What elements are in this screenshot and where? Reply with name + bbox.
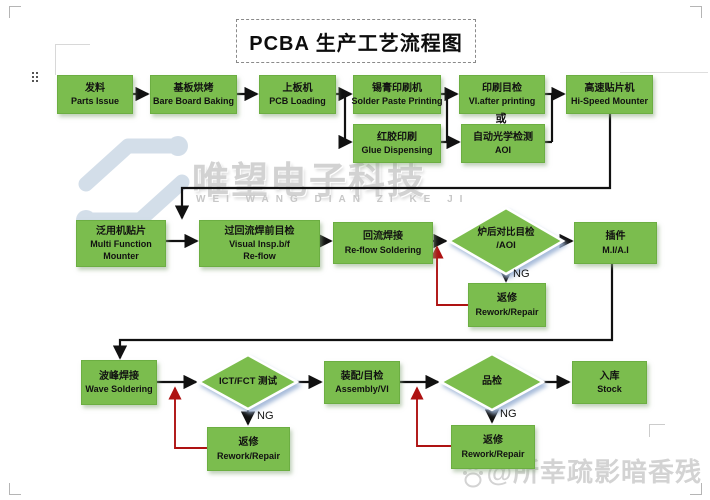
label-zh: 炉后对比目检 (477, 227, 535, 238)
node-aoi: 自动光学检测 AOI (461, 124, 545, 163)
node-parts-issue: 发料 Parts Issue (57, 75, 133, 114)
drawing-canvas-edge (649, 424, 665, 437)
node-reflow-soldering: 回流焊接 Re-flow Soldering (333, 222, 433, 264)
node-vi-after-printing: 印刷目检 VI.after printing (459, 75, 545, 114)
label-zh: 返修 (497, 293, 517, 305)
label-en: Mounter (103, 251, 139, 262)
decision-ict-fct (196, 353, 300, 411)
label-zh: 发料 (85, 82, 105, 94)
label-zh: 自动光学检测 (473, 131, 533, 143)
node-multi-function-mounter: 泛用机贴片 Multi Function Mounter (76, 220, 166, 267)
label-en: Multi Function (90, 239, 152, 250)
label-zh: 过回流焊前目检 (224, 225, 295, 237)
label-zh: ICT/FCT 测试 (218, 376, 278, 387)
label-zh: 基板烘烤 (173, 82, 214, 94)
label-en: Rework/Repair (475, 306, 539, 317)
label-en: M.I/A.I (602, 244, 629, 255)
label-zh: 上板机 (282, 82, 313, 94)
node-stock: 入库 Stock (572, 361, 647, 404)
page-corner-mark (690, 6, 702, 18)
label-en: Assembly/VI (335, 384, 389, 395)
node-visual-insp-bf-reflow: 过回流焊前目检 Visual Insp.b/f Re-flow (199, 220, 320, 267)
decision-post-oven-aoi-label: 炉后对比目检 /AOI (461, 226, 551, 253)
label-en: Glue Dispensing (361, 145, 433, 156)
label-en: Rework/Repair (461, 448, 525, 459)
label-zh: 回流焊接 (363, 231, 403, 243)
flowchart-title-box: PCBA 生产工艺流程图 (236, 19, 476, 63)
decision-ict-fct-label: ICT/FCT 测试 (203, 375, 293, 388)
center-watermark-subtext: WEI WANG DIAN ZI KE JI (196, 194, 470, 205)
label-en: Re-flow Soldering (344, 244, 422, 255)
label-zh: 插件 (605, 231, 626, 243)
node-wave-soldering: 波峰焊接 Wave Soldering (81, 360, 157, 405)
node-solder-paste-printing: 锡膏印刷机 Solder Paste Printing (351, 75, 443, 114)
decision-quality-check-label: 品检 (462, 375, 522, 389)
label-en: Re-flow (243, 251, 276, 262)
label-zh: 泛用机贴片 (96, 225, 146, 237)
black-flow-arrows (112, 86, 614, 426)
object-anchor-icon (32, 72, 34, 74)
page-corner-mark (9, 6, 21, 18)
label-zh: 印刷目检 (482, 82, 522, 94)
node-hi-speed-mounter: 高速贴片机 Hi-Speed Mounter (566, 75, 653, 114)
label-zh: 返修 (238, 437, 259, 449)
label-zh: 入库 (599, 370, 620, 382)
label-en: Solder Paste Printing (351, 96, 443, 107)
flowchart-title: PCBA 生产工艺流程图 (249, 32, 463, 55)
page-corner-mark (9, 483, 21, 495)
label-en: Parts Issue (70, 96, 120, 107)
ng-label: NG (513, 268, 530, 280)
decision-post-oven-aoi (446, 206, 566, 276)
label-en: Hi-Speed Mounter (570, 96, 648, 107)
node-bare-board-baking: 基板烘烤 Bare Board Baking (150, 75, 237, 114)
label-en: Visual Insp.b/f (229, 239, 290, 250)
label-en: Bare Board Baking (152, 96, 235, 107)
label-zh: 返修 (483, 435, 503, 447)
or-label: 或 (495, 113, 507, 125)
label-en: AOI (494, 145, 511, 156)
node-rework-qc: 返修 Rework/Repair (451, 425, 535, 469)
center-watermark-text: 唯望电子科技 (192, 160, 426, 201)
label-zh: 波峰焊接 (99, 370, 139, 382)
node-glue-dispensing: 红胶印刷 Glue Dispensing (353, 124, 441, 163)
node-assembly-vi: 装配/目检 Assembly/VI (324, 361, 400, 404)
ng-label: NG (257, 410, 274, 422)
decision-quality-check (438, 352, 546, 412)
ng-label: NG (500, 408, 517, 420)
label-en: Stock (597, 384, 622, 395)
label-zh: 高速贴片机 (584, 82, 635, 94)
label-zh: 装配/目检 (340, 370, 384, 382)
node-rework-reflow: 返修 Rework/Repair (468, 283, 546, 327)
page-corner-mark (690, 483, 702, 495)
label-zh: 锡膏印刷机 (372, 82, 422, 94)
label-en: Wave Soldering (85, 384, 153, 395)
drawing-canvas-edge (620, 72, 708, 73)
label-en: /AOI (496, 240, 516, 252)
label-en: VI.after printing (468, 96, 536, 107)
label-zh: 红胶印刷 (377, 131, 417, 143)
node-rework-ict: 返修 Rework/Repair (207, 427, 290, 471)
node-mi-ai-insertion: 插件 M.I/A.I (574, 222, 657, 264)
label-zh: 品检 (482, 376, 502, 387)
drawing-canvas-edge (55, 44, 90, 75)
red-rework-arrows (168, 245, 468, 449)
node-pcb-loading: 上板机 PCB Loading (259, 75, 336, 114)
label-en: PCB Loading (269, 96, 326, 107)
label-en: Rework/Repair (216, 450, 281, 461)
